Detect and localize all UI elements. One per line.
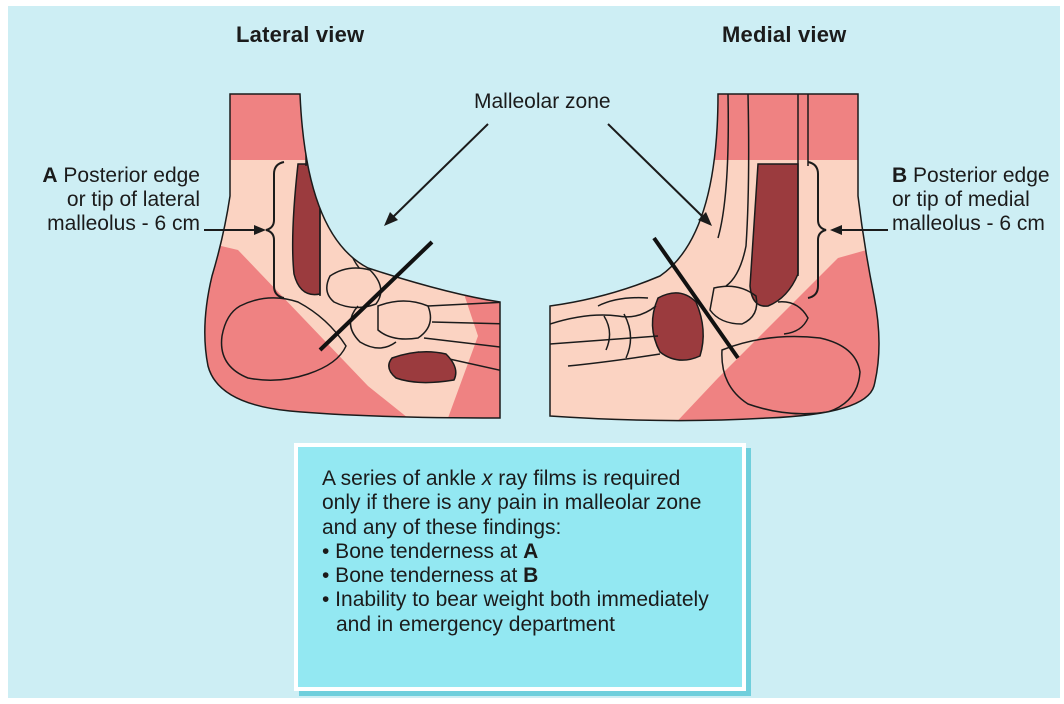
rule-intro-line3: and any of these findings:: [322, 516, 742, 540]
rule-bullet-2-text: • Bone tenderness at: [322, 564, 523, 587]
rule-bullet-1-text: • Bone tenderness at: [322, 540, 523, 563]
rule-bullet-1: • Bone tenderness at A: [322, 540, 742, 564]
lateral-malleolus: [293, 164, 320, 295]
medial-navicular: [652, 293, 703, 360]
lateral-view-title: Lateral view: [236, 22, 364, 48]
medial-view-title: Medial view: [722, 22, 846, 48]
medial-malleolus: [750, 164, 798, 306]
point-b-line2: or tip of medial: [892, 188, 1050, 212]
rule-intro-1c: ray films is required: [492, 467, 680, 490]
rule-bullet-1-ref: A: [523, 540, 538, 563]
zone-arrow-right: [608, 124, 704, 218]
malleolar-zone-label: Malleolar zone: [474, 90, 611, 114]
rule-intro-1a: A series of ankle: [322, 467, 482, 490]
lateral-fifth-metatarsal: [389, 352, 456, 383]
rule-bullet-2: • Bone tenderness at B: [322, 564, 742, 588]
rule-intro-1b: x: [482, 467, 493, 490]
point-b-line3: malleolus - 6 cm: [892, 212, 1050, 236]
point-a-line3: malleolus - 6 cm: [24, 212, 200, 236]
rule-bullet-2-ref: B: [523, 564, 538, 587]
point-a-line2: or tip of lateral: [24, 188, 200, 212]
point-b-label: B Posterior edge or tip of medial malleo…: [892, 164, 1050, 236]
medial-foot: [538, 86, 888, 431]
point-a-label: A Posterior edge or tip of lateral malle…: [24, 164, 200, 236]
point-a-line1: Posterior edge: [63, 164, 200, 187]
rule-bullet-3-line1: • Inability to bear weight both immediat…: [322, 588, 742, 612]
point-a-letter: A: [42, 164, 57, 187]
ankle-rules-figure: Lateral view Medial view Malleolar zone …: [8, 6, 1060, 698]
rule-bullet-3-line2: and in emergency department: [322, 613, 742, 637]
zone-arrow-left: [392, 124, 488, 218]
rule-intro-line1: A series of ankle x ray films is require…: [322, 467, 742, 491]
lateral-foot: [188, 86, 518, 426]
point-b-line1: Posterior edge: [913, 164, 1050, 187]
point-b-letter: B: [892, 164, 907, 187]
ottawa-rule-box: A series of ankle x ray films is require…: [294, 443, 746, 691]
lateral-leg-shade: [188, 86, 518, 160]
rule-intro-line2: only if there is any pain in malleolar z…: [322, 491, 742, 515]
